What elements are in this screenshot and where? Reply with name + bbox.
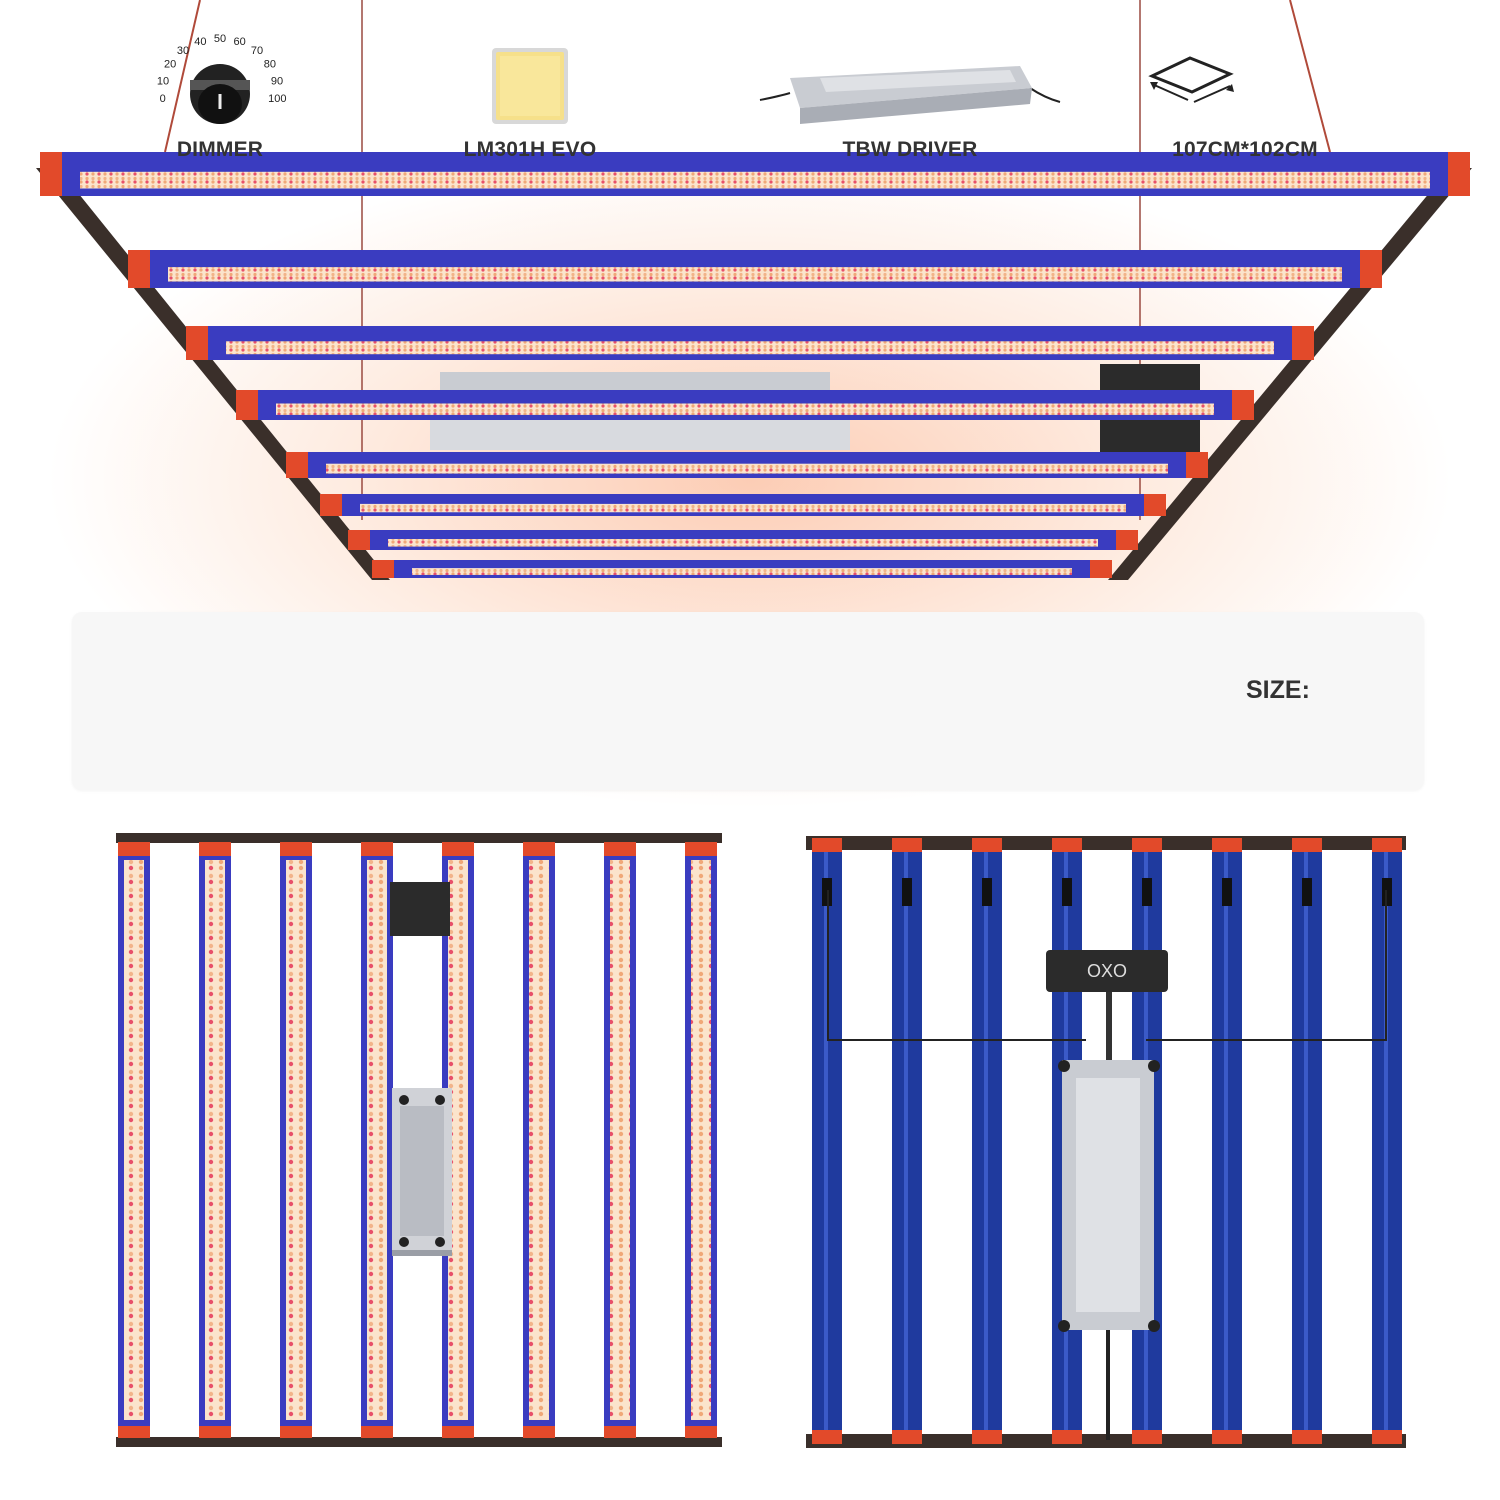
feature-panel bbox=[72, 612, 1424, 790]
front-light-bar bbox=[604, 842, 636, 1438]
hero-light-bar bbox=[348, 530, 1138, 550]
driver-box-icon bbox=[759, 66, 1061, 124]
dimmer-label: DIMMER bbox=[176, 138, 264, 161]
dimmer-scale-mark: 100 bbox=[268, 93, 286, 105]
front-light-bar bbox=[199, 842, 231, 1438]
back-light-bar bbox=[1292, 838, 1322, 1444]
feature-led-chip: LM301H EVO bbox=[430, 0, 630, 178]
back-light-bar bbox=[1212, 838, 1242, 1444]
dimmer-scale-mark: 10 bbox=[157, 75, 169, 87]
dimmer-scale-mark: 20 bbox=[164, 59, 176, 71]
dimmer-scale-mark: 80 bbox=[264, 59, 276, 71]
feature-driver: TBW DRIVER bbox=[740, 0, 1080, 178]
dimension-square-icon bbox=[1148, 56, 1234, 103]
hero-light-bar bbox=[372, 560, 1112, 578]
hero-light-bar bbox=[286, 452, 1208, 478]
grow-light-hero-image bbox=[36, 0, 1472, 580]
led-chip-icon bbox=[492, 48, 568, 124]
dimmer-scale-mark: 70 bbox=[251, 45, 263, 57]
back-light-bar bbox=[972, 838, 1002, 1444]
back-view-image: OXO bbox=[806, 836, 1406, 1448]
front-light-bar bbox=[442, 842, 474, 1438]
hero-light-bar bbox=[40, 152, 1470, 196]
dimmer-scale-mark: 30 bbox=[177, 45, 189, 57]
hero-light-bar bbox=[236, 390, 1254, 420]
front-light-bar bbox=[685, 842, 717, 1438]
hero-light-bar bbox=[128, 250, 1382, 288]
front-light-bar bbox=[361, 842, 393, 1438]
size-heading: SIZE: bbox=[1246, 676, 1310, 704]
front-light-bar bbox=[523, 842, 555, 1438]
driver-brand-logo: OXO bbox=[1087, 961, 1127, 981]
dimmer-scale-mark: 60 bbox=[233, 36, 245, 48]
back-light-bar bbox=[892, 838, 922, 1444]
dimmer-scale-mark: 90 bbox=[271, 75, 283, 87]
feature-size: 107CM*102CM bbox=[1140, 0, 1350, 178]
size-label: 107CM*102CM bbox=[1172, 138, 1318, 161]
front-view-image bbox=[116, 833, 722, 1447]
dimmer-scale-mark: 50 bbox=[214, 33, 226, 45]
front-light-bar bbox=[280, 842, 312, 1438]
led-chip-label: LM301H EVO bbox=[463, 138, 597, 161]
driver-label: TBW DRIVER bbox=[842, 138, 978, 161]
hero-light-bar bbox=[186, 326, 1314, 360]
dimmer-scale-mark: 40 bbox=[194, 36, 206, 48]
hero-light-bar bbox=[320, 494, 1166, 516]
dimmer-scale-mark: 0 bbox=[160, 93, 166, 105]
front-light-bar bbox=[118, 842, 150, 1438]
